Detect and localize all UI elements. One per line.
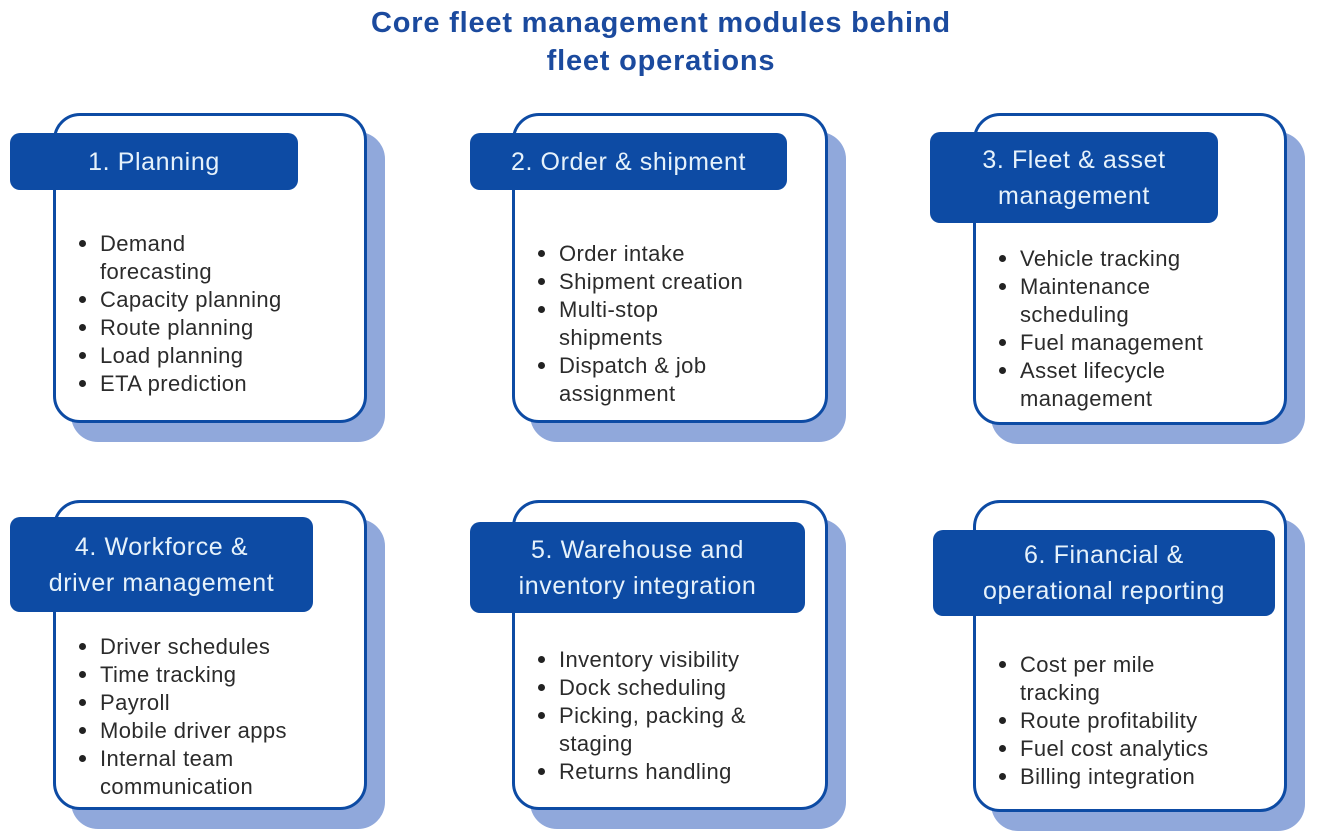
module-card-fleet-asset-management: 3. Fleet & asset management Vehicle trac… xyxy=(930,113,1305,444)
card-header-badge: 1. Planning xyxy=(10,133,298,190)
card-items-list: Vehicle tracking Maintenance scheduling … xyxy=(999,245,1279,413)
diagram-title: Core fleet management modules behind fle… xyxy=(0,4,1322,80)
card-item: Demand forecasting xyxy=(79,230,359,286)
module-card-planning: 1. Planning Demand forecasting Capacity … xyxy=(10,113,385,442)
card-item: Shipment creation xyxy=(538,268,820,296)
card-item: Billing integration xyxy=(999,763,1279,791)
card-header-badge: 5. Warehouse and inventory integration xyxy=(470,522,805,613)
card-item: Asset lifecycle management xyxy=(999,357,1279,413)
card-item: Mobile driver apps xyxy=(79,717,359,745)
card-item: Capacity planning xyxy=(79,286,359,314)
module-card-warehouse-inventory-integration: 5. Warehouse and inventory integration I… xyxy=(470,500,846,829)
card-item: Fuel management xyxy=(999,329,1279,357)
card-item: Vehicle tracking xyxy=(999,245,1279,273)
card-item: ETA prediction xyxy=(79,370,359,398)
card-item: Internal team communication xyxy=(79,745,359,801)
diagram-title-line2: fleet operations xyxy=(546,45,776,77)
card-item: Returns handling xyxy=(538,758,820,786)
card-items-list: Order intake Shipment creation Multi-sto… xyxy=(538,240,820,408)
card-header-badge: 3. Fleet & asset management xyxy=(930,132,1218,223)
card-item: Route planning xyxy=(79,314,359,342)
card-item: Dock scheduling xyxy=(538,674,820,702)
card-items-list: Cost per mile tracking Route profitabili… xyxy=(999,651,1279,791)
card-item: Inventory visibility xyxy=(538,646,820,674)
module-card-order-shipment: 2. Order & shipment Order intake Shipmen… xyxy=(470,113,846,442)
card-item: Cost per mile tracking xyxy=(999,651,1279,707)
card-item: Fuel cost analytics xyxy=(999,735,1279,763)
card-item: Dispatch & job assignment xyxy=(538,352,820,408)
card-items-list: Driver schedules Time tracking Payroll M… xyxy=(79,633,359,801)
card-item: Route profitability xyxy=(999,707,1279,735)
diagram-title-line1: Core fleet management modules behind xyxy=(371,7,951,39)
card-header-badge: 4. Workforce & driver management xyxy=(10,517,313,612)
card-item: Driver schedules xyxy=(79,633,359,661)
card-header-badge: 6. Financial & operational reporting xyxy=(933,530,1275,616)
card-item: Time tracking xyxy=(79,661,359,689)
module-card-financial-operational-reporting: 6. Financial & operational reporting Cos… xyxy=(933,500,1305,831)
module-card-workforce-driver-management: 4. Workforce & driver management Driver … xyxy=(10,500,385,829)
card-item: Multi-stop shipments xyxy=(538,296,820,352)
card-items-list: Inventory visibility Dock scheduling Pic… xyxy=(538,646,820,786)
card-item: Maintenance scheduling xyxy=(999,273,1279,329)
card-item: Payroll xyxy=(79,689,359,717)
card-item: Order intake xyxy=(538,240,820,268)
card-item: Load planning xyxy=(79,342,359,370)
card-header-badge: 2. Order & shipment xyxy=(470,133,787,190)
card-items-list: Demand forecasting Capacity planning Rou… xyxy=(79,230,359,398)
card-item: Picking, packing & staging xyxy=(538,702,820,758)
